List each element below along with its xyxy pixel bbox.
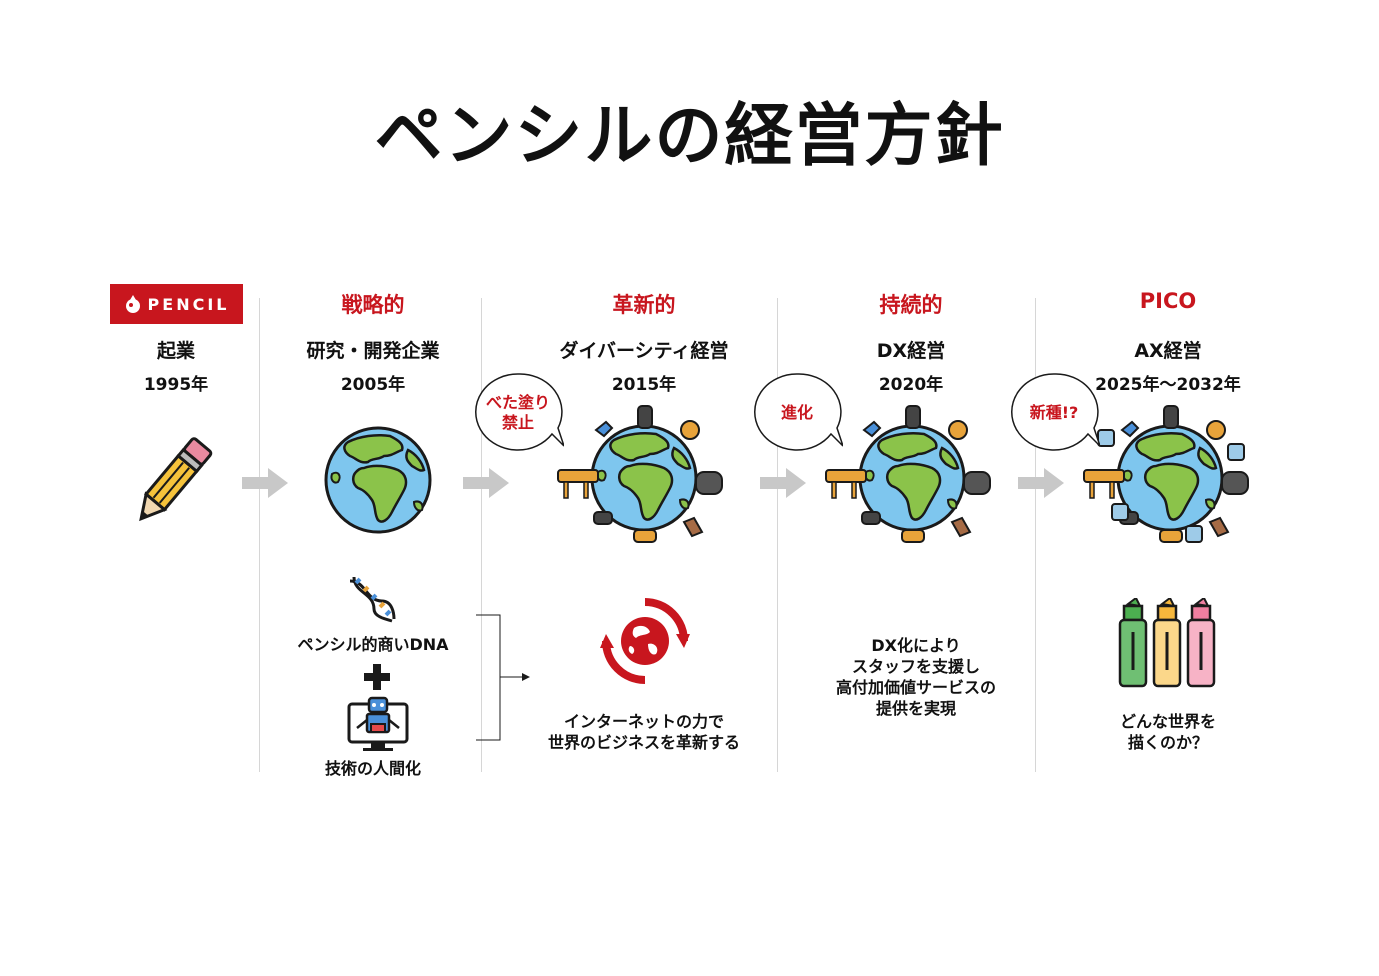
stage-name-diversity: ダイバーシティ経営 xyxy=(559,340,729,362)
robot-monitor-icon xyxy=(347,696,409,751)
arrow-right-icon xyxy=(1018,468,1064,498)
dx-desc-line-1: DX化により xyxy=(871,636,961,655)
stage-year-founding: 1995年 xyxy=(143,375,209,395)
dna-label: ペンシル的商いDNA xyxy=(297,635,449,654)
stage-name-ax: AX経営 xyxy=(1134,340,1202,362)
arrow-right-icon xyxy=(463,468,509,498)
phase-label-pico: PICO xyxy=(1139,289,1197,313)
phase-label-strategic: 戦略的 xyxy=(341,293,405,317)
stage-year-rnd: 2005年 xyxy=(340,375,406,395)
stage-year-dx: 2020年 xyxy=(878,375,944,395)
column-divider xyxy=(481,298,482,772)
speech-bubble-icon xyxy=(1011,373,1101,451)
logo-text: PENCIL xyxy=(147,294,230,314)
column-divider xyxy=(259,298,260,772)
speech-bubble-new-species: 新種!? xyxy=(1008,370,1101,456)
stage-year-ax: 2025年～2032年 xyxy=(1095,375,1241,395)
highlighter-markers-icon xyxy=(1118,598,1216,688)
stage-name-rnd: 研究・開発企業 xyxy=(306,340,440,362)
humanize-label: 技術の人間化 xyxy=(324,759,421,778)
column-divider xyxy=(1035,298,1036,772)
bubble-text: 新種!? xyxy=(1029,403,1079,422)
stage-year-diversity: 2015年 xyxy=(611,375,677,395)
arrow-right-icon xyxy=(242,468,288,498)
pico-desc-line-2: 描くのか？ xyxy=(1127,733,1208,752)
phase-label-sustainable: 持続的 xyxy=(879,293,943,317)
dx-desc-line-3: 高付加価値サービスの xyxy=(835,678,996,697)
dx-desc-line-4: 提供を実現 xyxy=(875,699,956,718)
pico-desc-line-1: どんな世界を xyxy=(1119,712,1216,731)
dna-icon xyxy=(349,576,396,623)
earth-icon xyxy=(324,426,432,534)
speech-bubble-flat-paint: べた塗り 禁止 xyxy=(472,370,565,456)
page-title: ペンシルの経営方針 xyxy=(374,97,1005,176)
column-divider xyxy=(777,298,778,772)
phase-label-innovative: 革新的 xyxy=(612,293,676,317)
earth-animals-icon xyxy=(557,405,723,543)
pencil-logo: PENCIL xyxy=(110,284,243,324)
bracket-connector xyxy=(476,614,530,741)
arrow-right-icon xyxy=(760,468,806,498)
pencil-icon xyxy=(139,437,213,522)
bubble-text: べた塗り 禁止 xyxy=(485,393,550,432)
speech-bubble-evolution: 進化 xyxy=(751,370,844,456)
plus-icon xyxy=(364,664,390,690)
earth-animals-robots-icon xyxy=(1083,405,1249,543)
bubble-text: 進化 xyxy=(780,403,813,422)
stage-name-dx: DX経営 xyxy=(876,340,946,362)
innovation-label-line-2: 世界のビジネスを革新する xyxy=(547,733,740,752)
stage-name-founding: 起業 xyxy=(156,340,195,362)
innovation-label-line-1: インターネットの力で xyxy=(563,712,724,731)
speech-bubble-icon xyxy=(754,373,844,451)
global-cycle-icon xyxy=(600,598,690,684)
earth-animals-icon xyxy=(825,405,991,543)
dx-desc-line-2: スタッフを支援し xyxy=(851,657,980,676)
speech-bubble-icon xyxy=(475,373,565,451)
pencil-logo-icon xyxy=(125,295,140,313)
